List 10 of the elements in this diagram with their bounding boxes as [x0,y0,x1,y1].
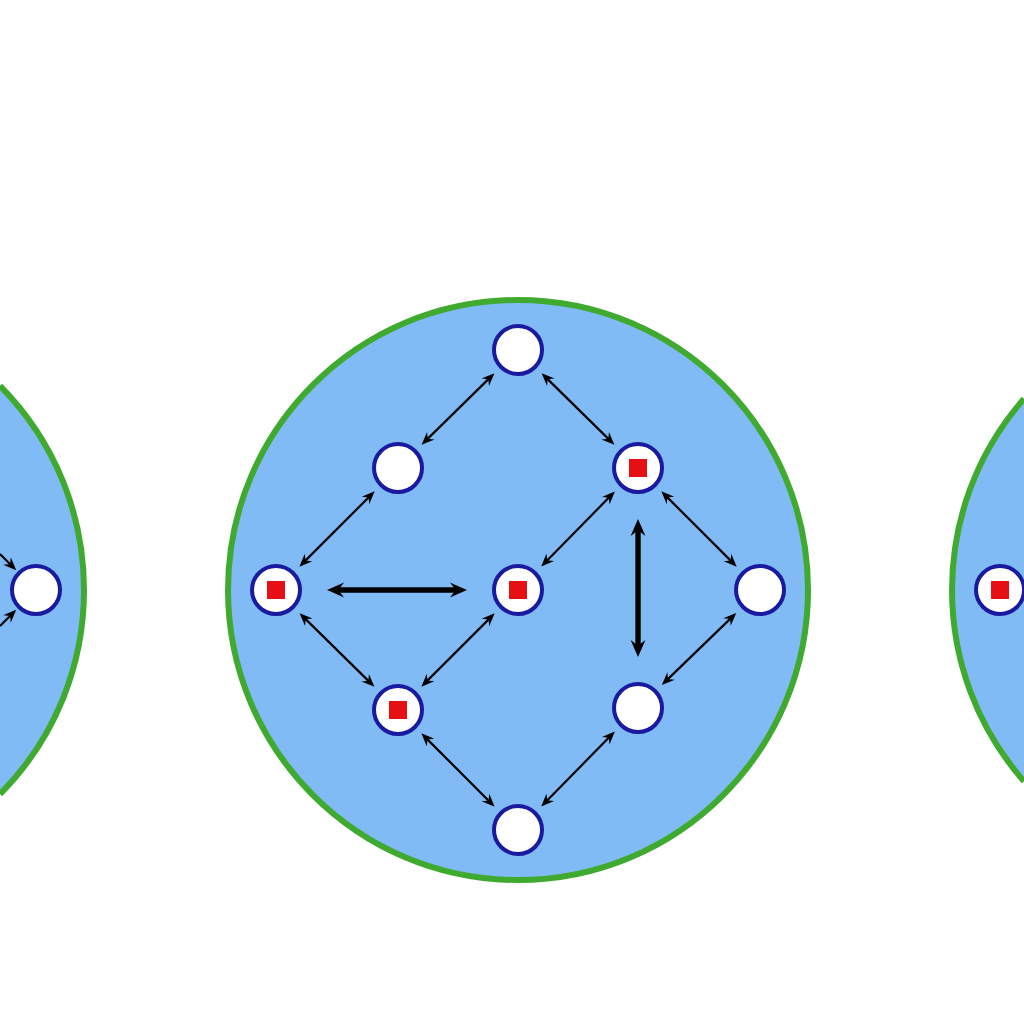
domain-circle [225,297,811,883]
marker-square [991,581,1010,599]
marker-square [509,581,527,599]
node-circle [372,442,424,494]
marker-square [389,701,407,719]
marker-square [629,459,647,477]
domain-circle [949,396,1024,784]
node-circle [492,324,544,376]
domain-circle [0,383,87,797]
marker-square [267,581,285,599]
